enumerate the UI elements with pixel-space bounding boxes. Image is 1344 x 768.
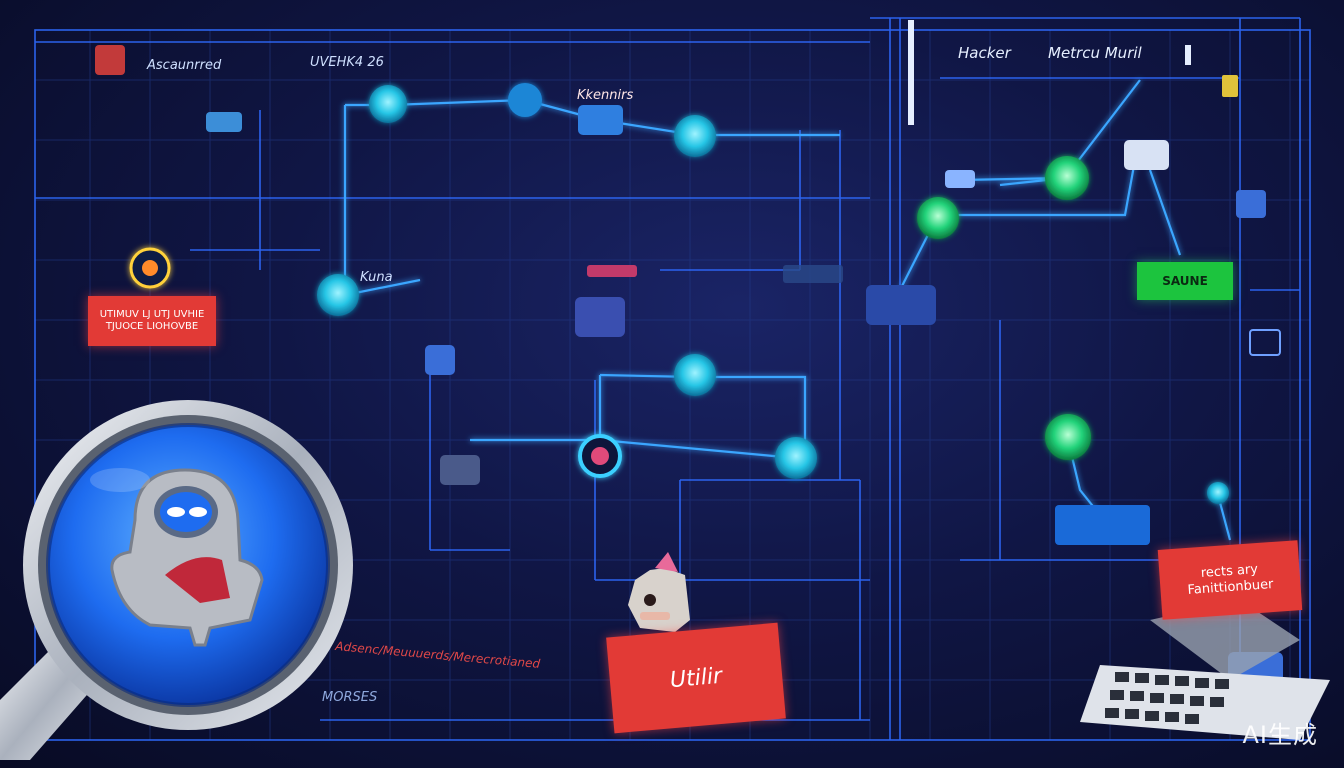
device-icon bbox=[1222, 75, 1238, 97]
hooded-mascot-icon bbox=[110, 468, 264, 647]
node-icon bbox=[508, 83, 542, 117]
green-tag: SAUNE bbox=[1137, 262, 1233, 300]
node-core-icon bbox=[142, 260, 158, 276]
bottom-small-text: MORSES bbox=[322, 690, 378, 705]
node-core-icon bbox=[591, 447, 609, 465]
device-icon bbox=[783, 265, 843, 283]
device-icon bbox=[866, 285, 936, 325]
device-icon bbox=[578, 105, 623, 135]
node-icon bbox=[674, 354, 716, 396]
top-left-title: Ascaunrred bbox=[147, 58, 222, 73]
monitor-icon bbox=[1055, 505, 1150, 545]
node-icon bbox=[1045, 414, 1091, 460]
server-icon bbox=[206, 112, 242, 132]
top-left-code: UVEHK4 26 bbox=[310, 55, 384, 70]
device-icon bbox=[945, 170, 975, 188]
bottom-red-tag: Utilir bbox=[606, 622, 786, 734]
cyan-nodes bbox=[129, 83, 1229, 504]
node-icon bbox=[917, 197, 959, 239]
magnifying-glass-icon bbox=[0, 400, 353, 760]
device-icon bbox=[1236, 190, 1266, 218]
left-red-tag: UTIMUV LJ UTJ UVHIE TJUOCE LIOHOVBE bbox=[88, 296, 216, 346]
antenna-icon bbox=[1185, 45, 1191, 65]
node-icon bbox=[1045, 156, 1089, 200]
device-icon bbox=[425, 345, 455, 375]
ai-generated-watermark: AI生成 bbox=[1242, 721, 1318, 749]
mid-left-label: Kuna bbox=[360, 270, 393, 285]
top-right-title-a: Hacker bbox=[958, 44, 1011, 62]
green-nodes bbox=[917, 156, 1091, 460]
device-icon bbox=[440, 455, 480, 485]
router-icon bbox=[95, 45, 125, 75]
device-icon bbox=[1124, 140, 1169, 170]
keyboard-icon bbox=[1080, 600, 1330, 740]
node-icon bbox=[369, 85, 407, 123]
node-icon bbox=[317, 274, 359, 316]
top-right-title-b: Metrcu Muril bbox=[1048, 44, 1142, 62]
center-top-label: Kkennirs bbox=[577, 88, 634, 103]
frame-lines bbox=[34, 17, 1311, 741]
antenna-icon bbox=[908, 20, 914, 125]
node-icon bbox=[1207, 482, 1229, 504]
device-icon bbox=[575, 297, 625, 337]
device-icon bbox=[587, 265, 637, 277]
node-icon bbox=[775, 437, 817, 479]
device-icon bbox=[1249, 329, 1281, 356]
cat-face-icon bbox=[628, 552, 690, 632]
right-red-tag: rects ary Fanittionbuer bbox=[1157, 540, 1303, 620]
node-icon bbox=[674, 115, 716, 157]
